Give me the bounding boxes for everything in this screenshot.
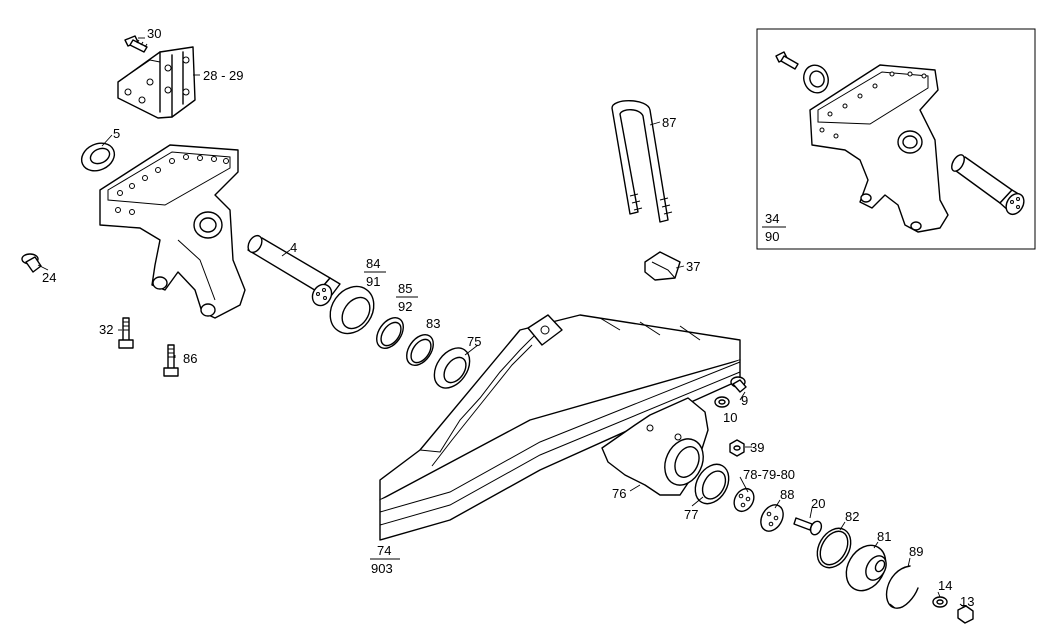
label-10: 10 <box>723 410 737 425</box>
label-92: 92 <box>398 299 412 314</box>
label-75: 75 <box>467 334 481 349</box>
bolt-86 <box>163 344 179 377</box>
label-87: 87 <box>662 115 676 130</box>
bolt-20 <box>793 517 823 536</box>
label-34: 34 <box>765 211 779 226</box>
label-24: 24 <box>42 270 56 285</box>
label-86: 86 <box>183 351 197 366</box>
label-14: 14 <box>938 578 952 593</box>
label-88: 88 <box>780 487 794 502</box>
label-9: 9 <box>741 393 748 408</box>
label-89: 89 <box>909 544 923 559</box>
label-78-79-80: 78-79-80 <box>743 467 795 482</box>
front-hanger-bracket <box>99 144 246 319</box>
u-bolt-87 <box>611 100 673 223</box>
block-37 <box>644 251 681 281</box>
part-labels: 30 28 - 29 5 24 4 84 91 85 92 83 75 32 8… <box>42 26 974 609</box>
label-4: 4 <box>290 240 297 255</box>
label-85: 85 <box>398 281 412 296</box>
label-90: 90 <box>765 229 779 244</box>
label-74: 74 <box>377 543 391 558</box>
bolt-9 <box>730 376 747 393</box>
seal-75 <box>433 347 471 389</box>
plate-78-79-80 <box>733 487 755 513</box>
label-39: 39 <box>750 440 764 455</box>
bushing-84-91 <box>329 285 375 335</box>
cap-81 <box>845 544 887 592</box>
label-37: 37 <box>686 259 700 274</box>
label-903: 903 <box>371 561 393 576</box>
label-77: 77 <box>684 507 698 522</box>
label-83: 83 <box>426 316 440 331</box>
label-76: 76 <box>612 486 626 501</box>
label-13: 13 <box>960 594 974 609</box>
nut-39 <box>729 439 745 457</box>
inset-washer <box>803 64 829 94</box>
label-28-29: 28 - 29 <box>203 68 243 83</box>
ring-77 <box>694 463 730 505</box>
washer-10 <box>714 396 730 408</box>
label-84: 84 <box>366 256 380 271</box>
o-ring-82 <box>816 527 852 569</box>
inset-shaft <box>951 154 1025 216</box>
label-20: 20 <box>811 496 825 511</box>
washer-14 <box>932 596 948 608</box>
leader-lines <box>37 37 965 608</box>
bracket-28-29 <box>117 46 196 119</box>
screw-13 <box>957 605 974 624</box>
ring-83 <box>406 334 434 366</box>
inset-bracket <box>809 64 949 233</box>
hub-carrier-76 <box>601 397 709 496</box>
ring-85-92 <box>376 317 404 349</box>
label-30: 30 <box>147 26 161 41</box>
label-32: 32 <box>99 322 113 337</box>
inset-frame <box>756 28 1036 250</box>
disc-88 <box>760 504 784 532</box>
label-82: 82 <box>845 509 859 524</box>
bolt-32 <box>118 317 134 349</box>
washer-5 <box>80 142 116 172</box>
label-81: 81 <box>877 529 891 544</box>
shaft-4 <box>247 234 341 307</box>
pin-24 <box>21 253 42 273</box>
bolt-30 <box>124 35 148 53</box>
fraction-bars <box>364 226 786 560</box>
label-5: 5 <box>113 126 120 141</box>
inset-bolt <box>775 51 799 70</box>
clip-89 <box>885 565 919 609</box>
label-91: 91 <box>366 274 380 289</box>
